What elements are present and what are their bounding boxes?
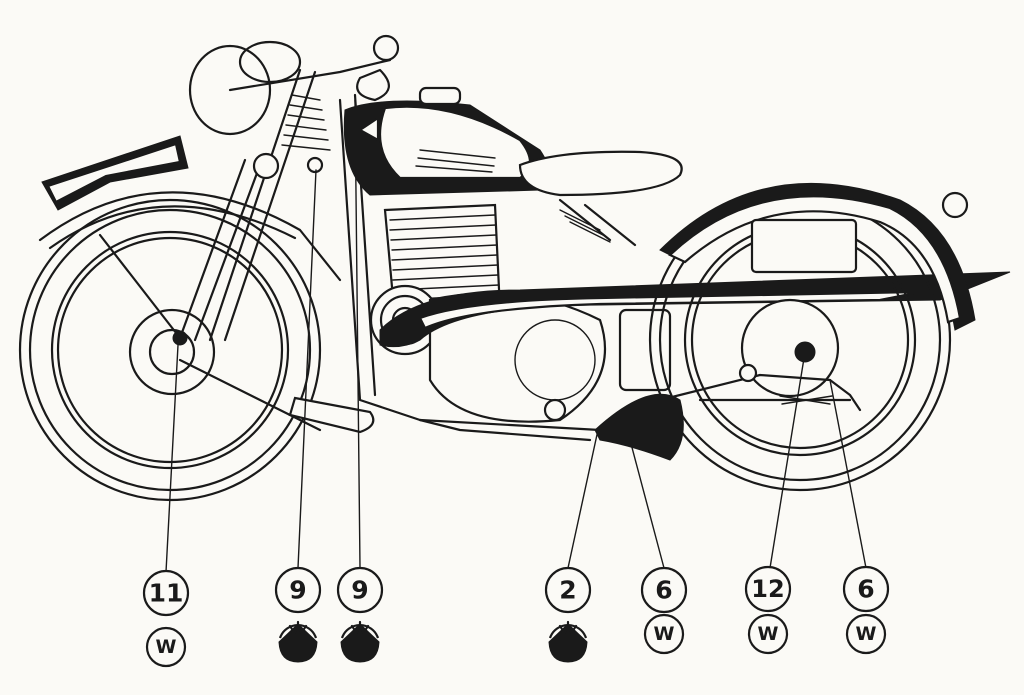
leader-line-front-hub — [165, 344, 179, 573]
callout-rear-hub: 12 W — [744, 565, 792, 655]
callout-fork-right: 9 — [336, 566, 384, 663]
grease-w-icon: W — [845, 613, 887, 655]
callout-brake-pivot: 6 W — [842, 565, 890, 655]
grease-w-icon: W — [747, 613, 789, 655]
leader-line-rear-hub — [769, 351, 806, 569]
callout-number: 12 — [751, 575, 784, 603]
front-wheel — [18, 198, 322, 502]
leader-line-gearbox — [567, 429, 599, 569]
leader-line-footrest-pivot — [629, 439, 665, 569]
front-fork — [98, 68, 324, 432]
callout-number: 9 — [351, 576, 368, 605]
lube-label: W — [654, 623, 675, 645]
leader-line-fork-right — [354, 99, 361, 569]
headlamp — [188, 34, 400, 136]
callout-footrest-pivot: 6 W — [640, 566, 688, 655]
callouts: 11 W 9 9 — [142, 565, 890, 668]
callout-number: 9 — [289, 576, 306, 605]
fuel-tank — [343, 86, 551, 196]
callout-number: 11 — [149, 579, 184, 608]
callout-number: 6 — [655, 576, 672, 605]
leader-line-fork-left — [297, 169, 317, 569]
motorcycle-illustration — [18, 34, 1011, 502]
footrest-pedal — [594, 363, 862, 461]
lube-label: W — [156, 636, 177, 658]
callout-front-hub: 11 W — [142, 569, 190, 668]
oil-can-icon — [340, 620, 380, 663]
grease-w-icon: W — [643, 613, 685, 655]
rear-mudguard — [659, 182, 976, 331]
callout-number: 6 — [857, 575, 874, 604]
fork-springs — [281, 94, 331, 151]
leader-line-brake-pivot — [829, 379, 867, 569]
lube-label: W — [856, 623, 877, 645]
callout-fork-left: 9 — [274, 566, 322, 663]
leader-lines — [165, 99, 867, 573]
oil-can-icon — [548, 620, 588, 663]
oil-can-icon — [278, 620, 318, 663]
front-mudguard — [38, 135, 375, 434]
callout-gearbox: 2 — [544, 566, 592, 663]
callout-number: 2 — [559, 576, 576, 605]
seat — [518, 150, 683, 247]
lube-label: W — [758, 623, 779, 645]
grease-w-icon: W — [145, 626, 187, 668]
